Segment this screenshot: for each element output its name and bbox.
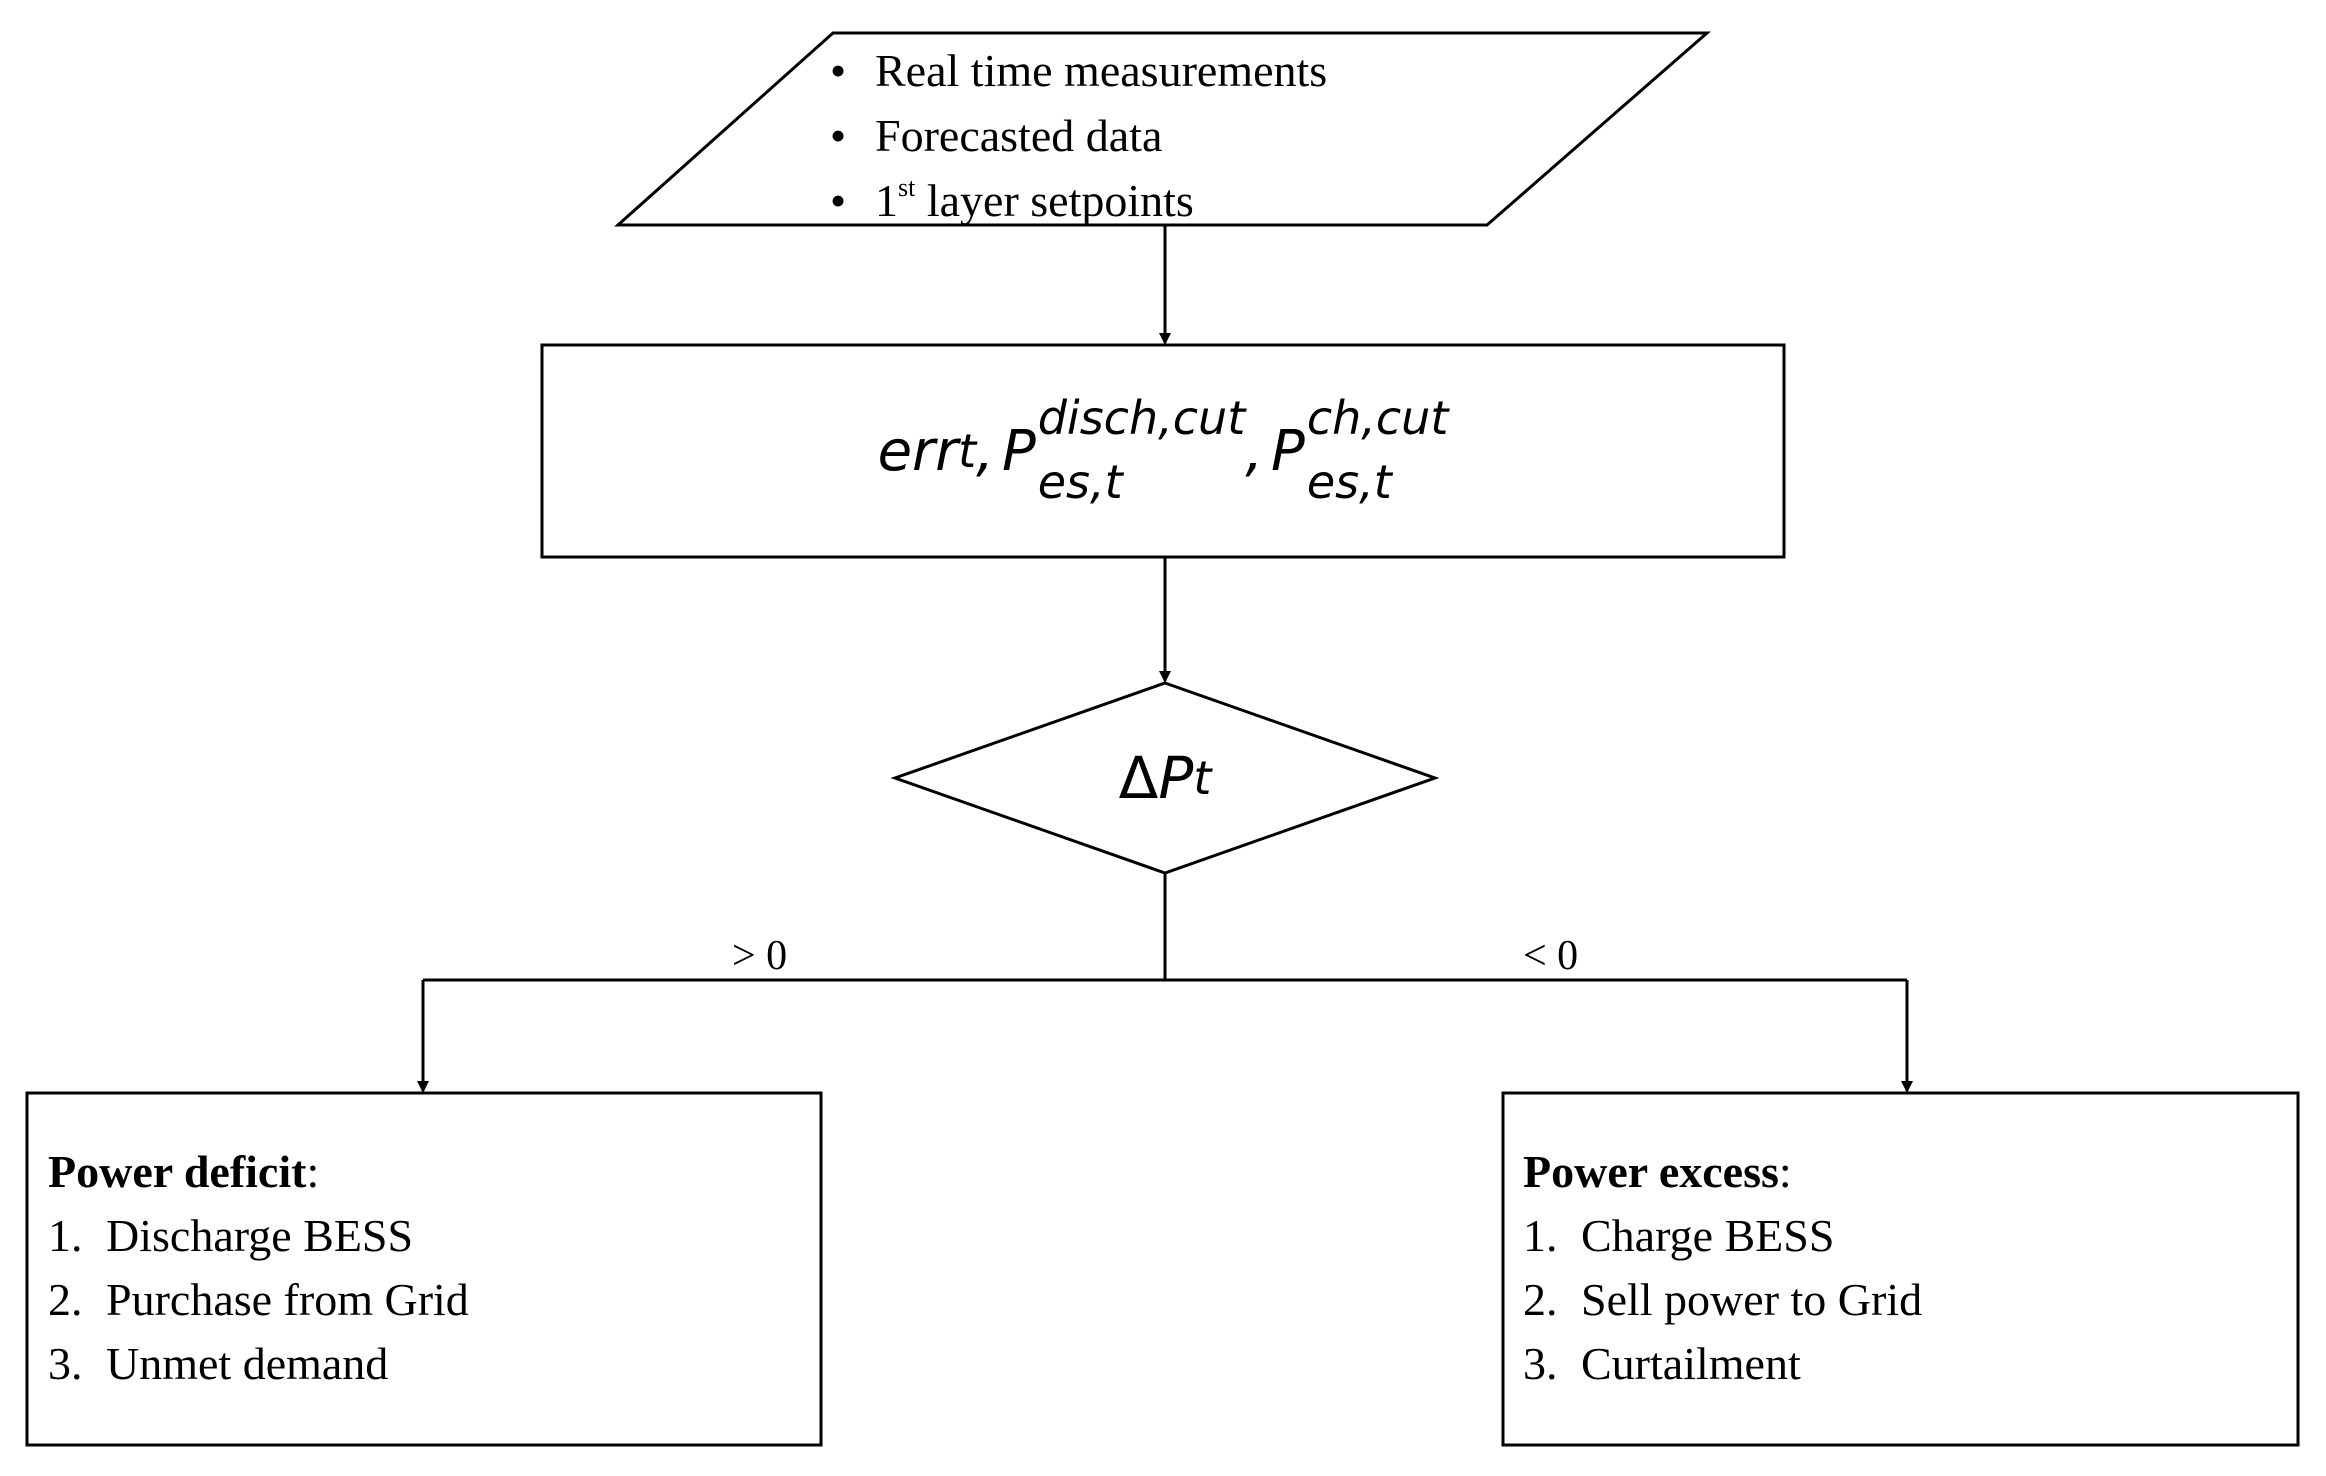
err-symbol: err [877,418,959,484]
power-excess-box [1501,1091,2300,1447]
input-item-forecast: •Forecasted data [830,103,1327,168]
branch-label-positive: > 0 [732,933,788,979]
time-subscript: t [1193,751,1212,805]
err-subscript: t [958,424,977,478]
power-deficit-title: Power deficit: [48,1146,320,1197]
input-list: •Real time measurements •Forecasted data… [830,38,1327,233]
input-item-measurements: •Real time measurements [830,38,1327,103]
delta-symbol: Δ [1118,744,1159,812]
excess-step: 2.Sell power to Grid [1523,1274,1923,1325]
discharge-cut-symbol: P [1001,418,1036,484]
power-excess-title: Power excess: [1523,1146,1792,1197]
power-deficit-box [25,1091,823,1447]
bullet: • [830,110,847,161]
excess-step: 1.Charge BESS [1523,1210,1835,1261]
comma: , [1245,418,1264,484]
branch-label-negative: < 0 [1523,933,1579,979]
deficit-step: 2.Purchase from Grid [48,1274,469,1325]
ordinal-number: 1 [875,175,898,226]
process-box [540,343,1786,559]
comma: , [976,418,994,484]
input-parallelogram [614,31,1711,227]
ordinal-suffix: st [898,173,916,202]
charge-cut-symbol: P [1271,418,1305,484]
input-item-setpoints: •1st layer setpoints [830,168,1327,233]
deficit-step: 1.Discharge BESS [48,1210,414,1261]
power-deficit-content: Power deficit: 1.Discharge BESS 2.Purcha… [48,1140,469,1396]
power-symbol: P [1158,744,1194,812]
bullet: • [830,175,847,226]
excess-step: 3.Curtailment [1523,1338,1801,1389]
power-excess-content: Power excess: 1.Charge BESS 2.Sell power… [1523,1140,1922,1396]
deficit-step: 3.Unmet demand [48,1338,389,1389]
bullet: • [830,45,847,96]
